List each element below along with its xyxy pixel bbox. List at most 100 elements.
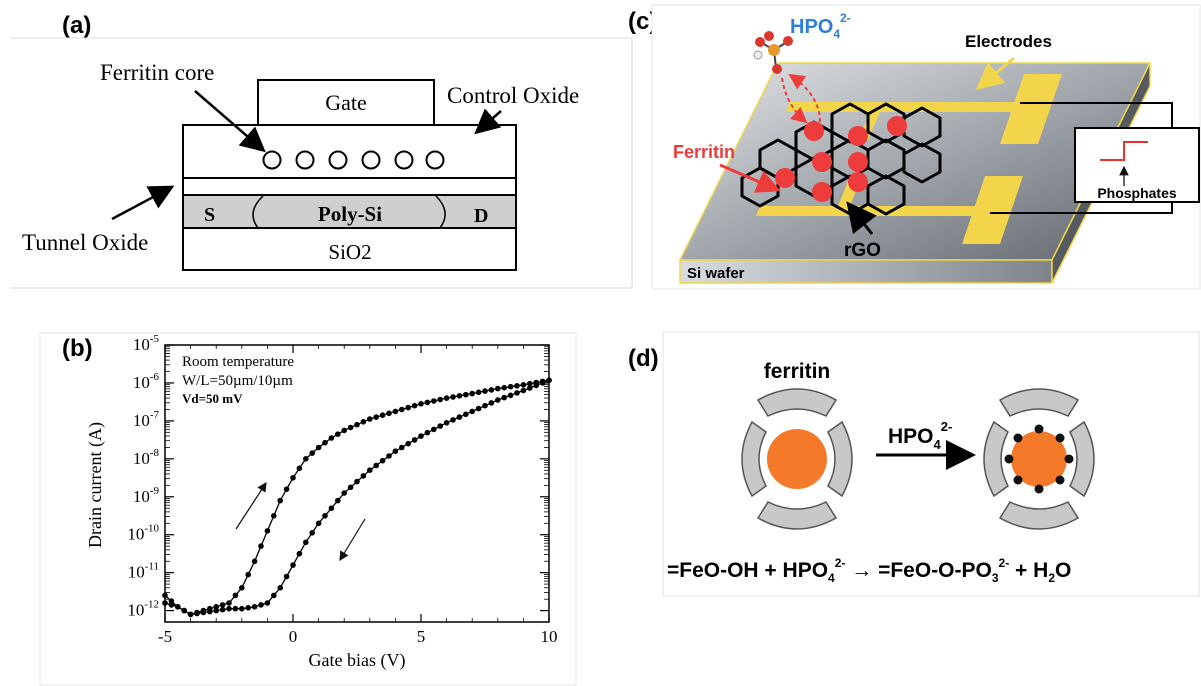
si-wafer-label: Si wafer (687, 265, 745, 282)
phosphates-label: Phosphates (1097, 185, 1177, 201)
data-point-forward (424, 399, 431, 406)
data-point-reverse (290, 562, 296, 568)
data-point-forward (373, 414, 380, 420)
electrodes-arrow (975, 56, 1015, 90)
data-point-reverse (386, 453, 392, 459)
data-point-reverse (507, 392, 514, 399)
data-point-forward (405, 404, 412, 411)
data-point-reverse (367, 467, 373, 474)
data-point-reverse (335, 497, 341, 504)
data-point-forward (264, 528, 271, 534)
data-point-reverse (520, 387, 527, 394)
data-point-forward (392, 408, 399, 415)
control-oxide-label: Control Oxide (447, 83, 579, 108)
data-point-reverse (219, 606, 226, 613)
poly-si-layer (182, 194, 517, 229)
data-point-reverse (187, 611, 194, 618)
reagent-label: HPO42- (888, 419, 952, 452)
data-point-forward (475, 389, 482, 396)
data-point-forward (315, 444, 322, 451)
data-point-reverse (411, 437, 418, 443)
data-point-reverse (277, 585, 284, 591)
data-point-reverse (181, 607, 187, 614)
data-point-reverse (232, 605, 239, 612)
data-point-forward (469, 390, 476, 397)
data-point-reverse (488, 400, 495, 406)
data-point-reverse (437, 423, 444, 429)
data-point-reverse (328, 505, 335, 512)
data-point-forward (296, 465, 303, 472)
y-tick-label: 10-11 (128, 561, 159, 582)
data-point-reverse (322, 513, 328, 519)
control-oxide-arrow (474, 108, 502, 135)
data-point-reverse (264, 600, 271, 606)
data-point-reverse (341, 490, 348, 496)
data-point-forward (463, 391, 469, 398)
data-point-reverse (200, 609, 207, 616)
data-point-forward (411, 402, 418, 409)
rgo-label: rGO (844, 240, 881, 261)
data-point-forward (303, 456, 309, 462)
y-axis-label: Drain current (A) (85, 422, 106, 548)
data-point-reverse (373, 462, 380, 469)
sio2-layer (182, 227, 517, 271)
data-point-forward (399, 406, 405, 413)
data-point-reverse (469, 408, 476, 415)
data-point-reverse (245, 605, 251, 611)
data-point-forward (507, 383, 514, 390)
data-point-forward (386, 410, 392, 417)
data-point-forward (335, 431, 341, 438)
data-point-forward (431, 398, 437, 404)
data-point-forward (271, 513, 277, 519)
data-point-reverse (360, 473, 367, 479)
x-tick-label: 5 (417, 627, 426, 646)
data-point-reverse (213, 607, 219, 614)
data-point-forward (283, 486, 290, 493)
data-point-forward (367, 416, 373, 422)
data-point-reverse (405, 440, 412, 447)
data-point-forward (379, 412, 386, 419)
y-tick-label: 10-7 (133, 409, 160, 430)
x-tick-label: 10 (541, 627, 558, 646)
chart-outer-frame (39, 332, 577, 686)
data-point-forward (482, 388, 488, 394)
tunnel-oxide-layer (182, 177, 517, 196)
data-point-reverse (194, 610, 200, 617)
data-point-forward (251, 558, 258, 565)
data-point-reverse (175, 604, 181, 610)
electrodes-label: Electrodes (965, 32, 1052, 51)
legend-line-3: Vd=50 mV (182, 391, 243, 406)
panel-label-d: (d) (628, 345, 659, 372)
data-point-forward (501, 384, 508, 391)
x-axis-label: Gate bias (V) (309, 650, 406, 671)
phosphates-readout-box (1074, 127, 1200, 203)
gate-label: Gate (325, 90, 367, 115)
panel-label-a: (a) (62, 12, 92, 39)
data-point-forward (245, 571, 251, 578)
data-point-forward (341, 427, 348, 434)
data-point-reverse (271, 592, 277, 599)
ferritin-before (741, 388, 853, 530)
ferritin-arrow (719, 163, 781, 193)
data-point-reverse (379, 457, 386, 464)
data-point-reverse (539, 380, 546, 386)
data-point-reverse (309, 530, 316, 536)
gate-block (257, 79, 435, 126)
data-point-forward (520, 382, 527, 388)
data-point-reverse (258, 602, 264, 608)
data-point-reverse (251, 604, 258, 610)
data-point-reverse (495, 397, 501, 403)
data-point-reverse (533, 382, 539, 389)
data-point-forward (418, 401, 424, 407)
reaction-equation: =FeO-OH + HPO42- → =FeO-O-PO32- + H2O (667, 556, 1071, 585)
y-tick-label: 10-8 (133, 447, 160, 468)
data-point-reverse (501, 394, 508, 401)
data-point-forward (456, 393, 463, 399)
data-point-reverse (399, 444, 405, 451)
data-point-reverse (303, 539, 309, 546)
data-point-reverse (347, 484, 354, 491)
panel-a: Ferritin core Gate Control Oxide S Poly-… (10, 37, 633, 289)
